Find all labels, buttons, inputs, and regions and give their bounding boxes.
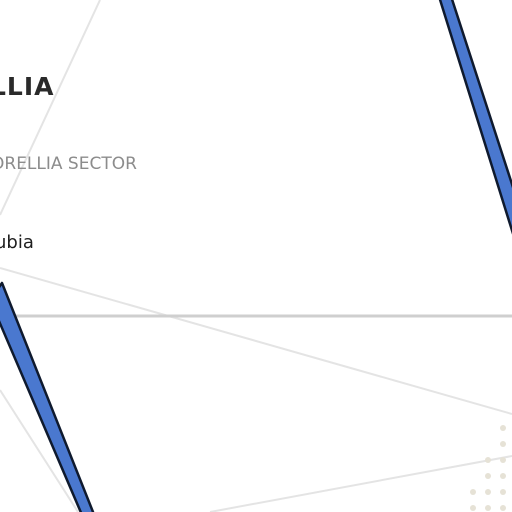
planet-label[interactable]: lubia: [0, 232, 34, 253]
hyperlane[interactable]: [437, 0, 512, 240]
dot-pattern: [470, 425, 506, 511]
route-line: [209, 455, 512, 512]
sector-label: ORELLIA SECTOR: [0, 154, 137, 174]
route-line: [0, 267, 512, 415]
hyperlane[interactable]: [0, 281, 97, 512]
route-line: [0, 389, 79, 512]
route-line: [0, 0, 101, 216]
region-title: LLIA: [0, 72, 55, 101]
